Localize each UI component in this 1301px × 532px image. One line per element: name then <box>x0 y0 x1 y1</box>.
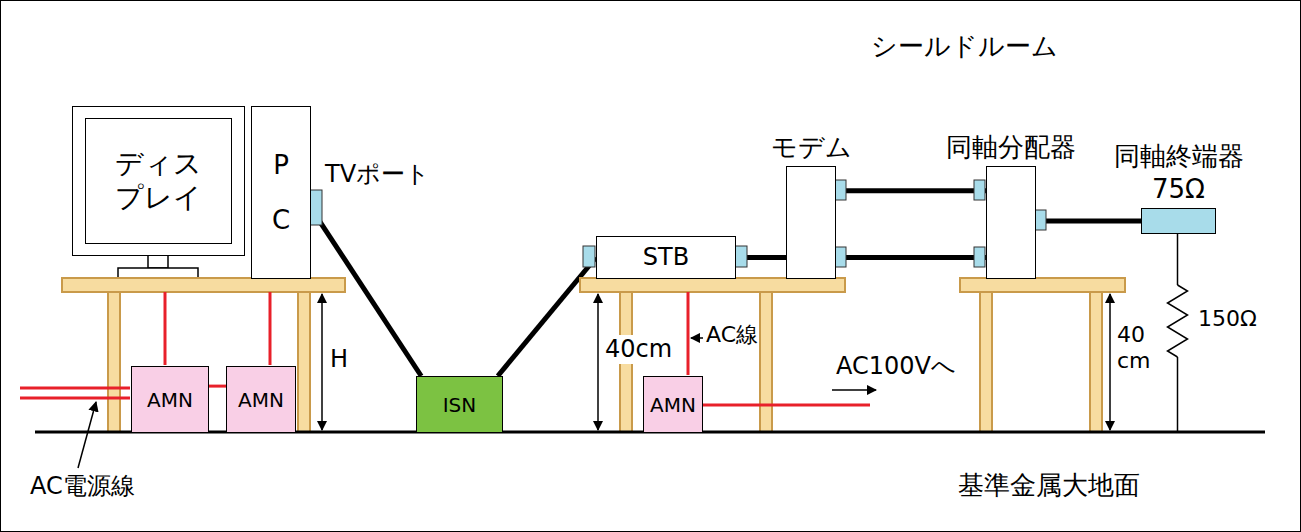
table-leg <box>108 292 120 432</box>
table-top <box>62 278 345 292</box>
tv-port <box>310 190 322 225</box>
dimension-label: H <box>330 345 348 374</box>
display-screen: ディス プレイ <box>85 118 232 244</box>
stb-box: STB <box>596 236 736 279</box>
ac-wire <box>269 292 272 365</box>
dimension-arrows <box>78 294 1110 468</box>
height-arrow <box>321 294 323 430</box>
coax-port <box>835 180 846 200</box>
table-leg <box>980 292 992 432</box>
node-text: P C <box>268 138 294 247</box>
leader-line <box>78 402 96 468</box>
ac-wire <box>702 404 870 407</box>
table-leg <box>298 292 310 432</box>
wire-label: AC100Vへ <box>836 352 956 381</box>
coax-port <box>974 247 985 267</box>
coax-port <box>583 246 595 267</box>
ac-wire <box>209 385 226 388</box>
node-text: AMN <box>147 388 193 412</box>
coax-terminator: 同軸終端器 75Ω <box>1141 208 1216 234</box>
coax-cable <box>836 188 986 193</box>
dimension-label: 40 cm <box>1117 322 1170 375</box>
amn-box: AMN <box>226 366 296 433</box>
table-top <box>960 278 1125 292</box>
coax-port <box>735 246 747 267</box>
wire-label: AC線 <box>706 322 758 348</box>
height-arrow <box>597 294 599 430</box>
coax-port <box>835 247 846 267</box>
coax-cable <box>498 258 596 377</box>
monitor-base <box>118 268 198 278</box>
amn-box: AMN <box>643 376 703 433</box>
coax-cable <box>836 255 986 260</box>
node-text: ISN <box>443 393 477 417</box>
part-label: 同軸分配器 <box>931 131 1091 164</box>
direction-arrow <box>832 389 876 391</box>
part-label: モデム <box>756 131 866 164</box>
tables <box>62 278 1125 432</box>
resistor-zigzag <box>1168 285 1188 357</box>
display-monitor: ディス プレイ <box>72 106 245 256</box>
modem-box: モデム <box>786 166 836 279</box>
ground-label: 基準金属大地面 <box>958 470 1140 501</box>
coax-cable <box>1036 219 1141 224</box>
table-leg <box>760 292 772 432</box>
table-top <box>580 278 845 292</box>
node-text: ディス プレイ <box>86 147 231 214</box>
ac-power-line <box>20 397 130 400</box>
coax-port <box>974 180 985 200</box>
resistor-value: 150Ω <box>1198 306 1257 332</box>
table-leg <box>1090 292 1102 432</box>
node-text: AMN <box>238 388 284 412</box>
node-text: AMN <box>650 393 696 417</box>
node-text: STB <box>643 243 689 272</box>
port-label: TVポート <box>325 160 430 189</box>
coax-port <box>1035 210 1046 230</box>
part-label: 同軸終端器 75Ω <box>1104 140 1254 205</box>
dimension-label: 40cm <box>603 335 674 364</box>
resistor-lead <box>1177 233 1179 285</box>
ac-wire <box>164 292 167 365</box>
amn-box: AMN <box>131 366 209 433</box>
ac-wire <box>687 292 690 375</box>
pc-tower: P C <box>251 106 311 279</box>
coax-splitter: 同軸分配器 <box>986 166 1036 279</box>
resistor-symbol <box>1168 233 1188 432</box>
node-text: シールドルーム <box>871 31 1058 62</box>
isn-box: ISN <box>416 376 503 433</box>
height-arrow <box>1109 294 1111 430</box>
callout-label: AC電源線 <box>30 472 135 501</box>
ac-power-line <box>20 387 130 390</box>
leader-arrow <box>691 337 703 339</box>
resistor-lead <box>1177 357 1179 432</box>
monitor-neck <box>148 255 168 268</box>
